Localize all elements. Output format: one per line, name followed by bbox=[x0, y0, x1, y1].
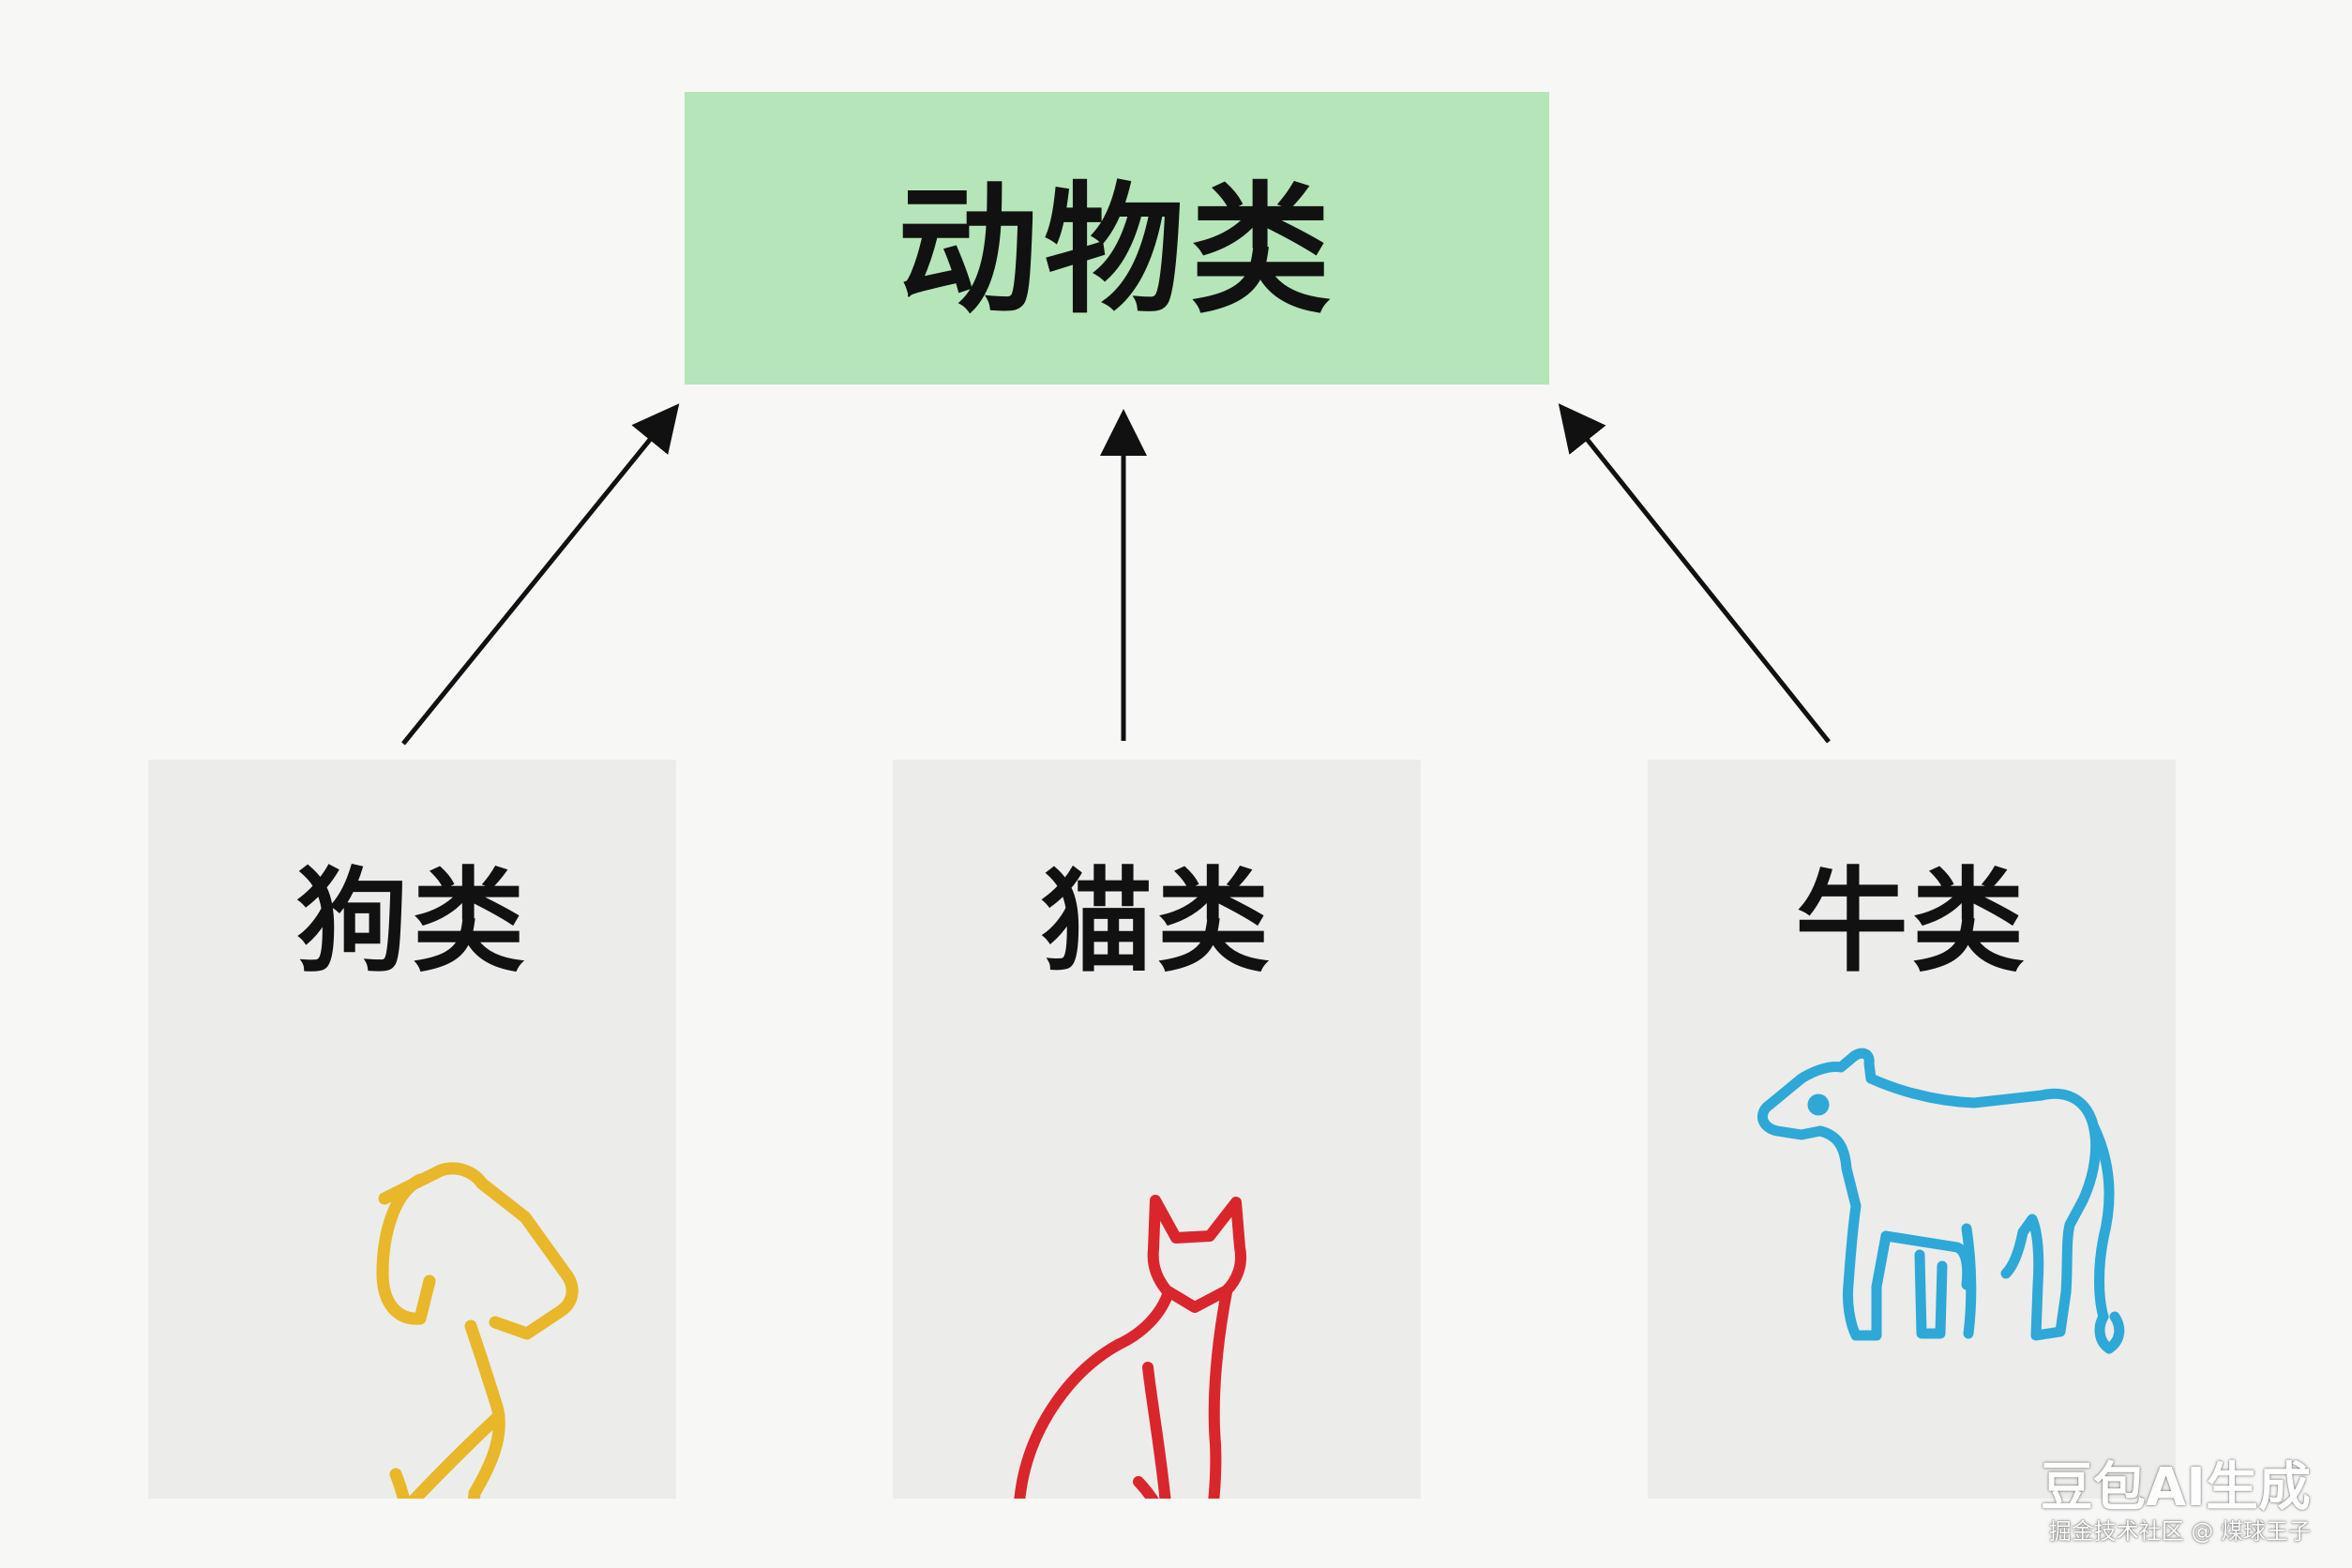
parent-class-box: 动物类 bbox=[685, 92, 1549, 384]
watermark-main: 豆包AI生成 bbox=[2040, 1457, 2311, 1518]
cat-class-label: 猫类 bbox=[1040, 857, 1274, 988]
arrow-dog-to-animal bbox=[401, 403, 680, 746]
watermark: 豆包AI生成 掘金技术社区 @ 煤球王子 bbox=[2041, 1459, 2311, 1545]
dog-class-label: 狗类 bbox=[295, 857, 529, 988]
watermark-sub: 掘金技术社区 @ 煤球王子 bbox=[2048, 1518, 2311, 1545]
dog-icon bbox=[376, 1162, 579, 1499]
cat-icon bbox=[1014, 1195, 1246, 1499]
cow-class-label: 牛类 bbox=[1795, 857, 2028, 988]
parent-class-label: 动物类 bbox=[897, 169, 1336, 333]
dog-class-box: 狗类 bbox=[148, 760, 676, 1499]
arrow-cow-to-animal bbox=[1558, 403, 1831, 744]
cow-class-box: 牛类 bbox=[1648, 760, 2176, 1499]
cow-icon bbox=[1757, 1048, 2125, 1354]
cat-class-box: 猫类 bbox=[893, 760, 1421, 1499]
